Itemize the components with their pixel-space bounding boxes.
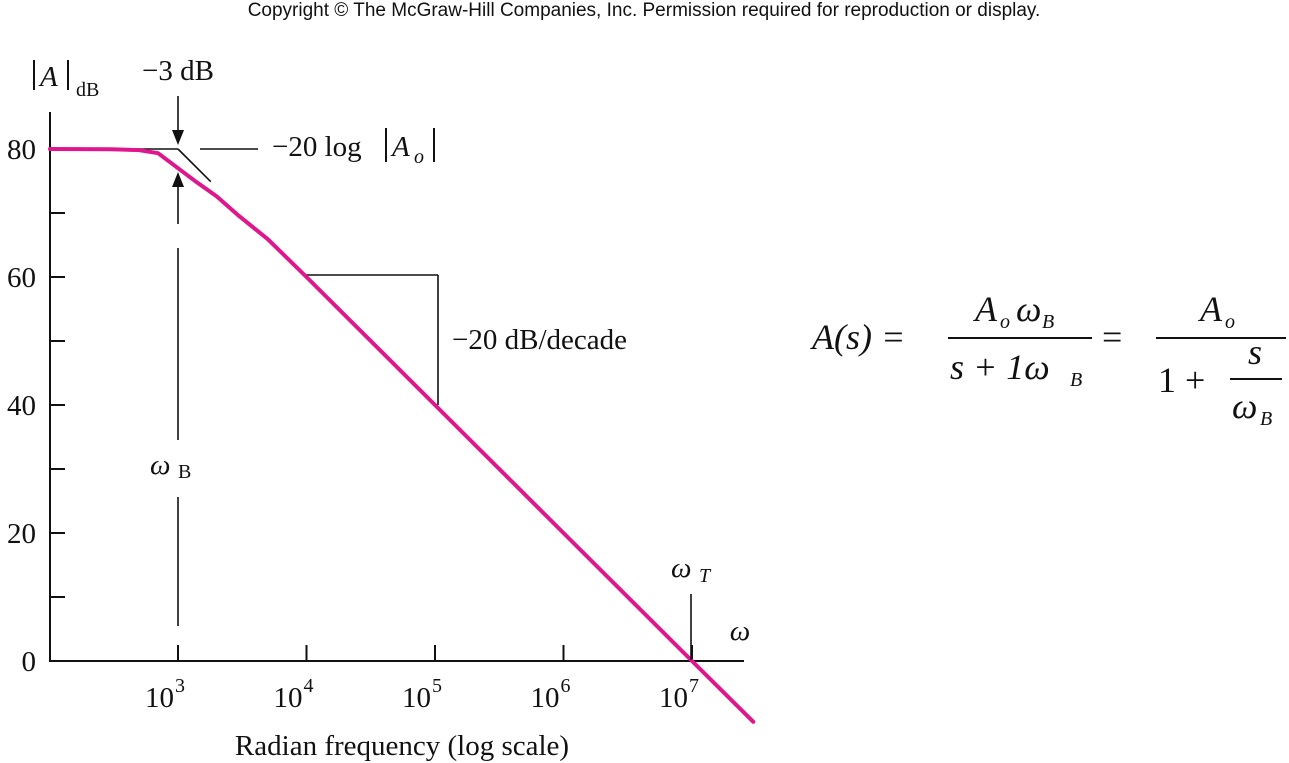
x-axis-symbol: ω [730,615,750,647]
omega-t-subscript: T [699,565,712,587]
omega-b-arrow-head [172,172,184,187]
asymptote-slope [177,148,212,183]
omega-t-symbol: ω [671,552,691,584]
equation-frac1-num-a-sub: o [1000,311,1010,333]
ylabel-symbol: A [38,61,58,93]
equation-inner-den-sub: B [1260,408,1272,430]
equation-lhs: A(s) = [810,317,905,357]
slope-triangle [306,274,439,405]
transfer-function-equation: A(s) = A o ω B s + 1ω B = A o 1 + s ω B [810,289,1286,430]
y-axis-ticks: 0 20 40 60 80 [7,134,65,678]
equation-frac2-num: A [1198,289,1223,329]
x-axis-title: Radian frequency (log scale) [235,730,569,762]
equation-inner-den: ω [1232,386,1257,426]
x-tick-label-exponent: 4 [304,675,314,697]
y-axis-title: A dB [33,60,99,101]
x-tick-label-exponent: 7 [689,675,699,697]
equation-frac2-num-sub: o [1225,311,1235,333]
x-tick-label-exponent: 5 [432,675,442,697]
omega-b-symbol: ω [150,449,170,481]
y-tick-label: 80 [7,134,36,166]
y-tick-label: 40 [7,390,36,422]
equation-inner-num: s [1248,332,1262,372]
slope-label: −20 dB/decade [452,324,627,356]
equation-frac1-num-omega: ω [1016,289,1041,329]
ao-label-subscript: o [414,146,424,168]
equation-frac1-num-omega-sub: B [1042,311,1054,333]
annotations: −3 dB −20 log A o −20 dB/decade ω B ω T [142,55,712,660]
minus-3db-label: −3 dB [142,55,214,87]
x-tick-label-exponent: 3 [175,675,185,697]
x-tick-label-base: 10 [531,682,560,714]
x-tick-label-base: 10 [659,682,688,714]
y-tick-label: 60 [7,262,36,294]
ao-label-symbol: A [390,131,410,163]
minus-3db-arrow-head [172,130,184,145]
equation-equals: = [1102,317,1122,357]
copyright-notice: Copyright © The McGraw-Hill Companies, I… [248,0,1041,21]
equation-frac1-den-sub: B [1070,369,1082,391]
y-tick-label: 20 [7,518,36,550]
equation-frac1-den: s + 1ω [950,347,1050,387]
equation-frac1-num-a: A [973,289,998,329]
x-tick-label-exponent: 6 [561,675,571,697]
equation-frac2-den-prefix: 1 + [1158,360,1205,400]
ao-label-prefix: −20 log [272,131,362,163]
x-tick-label-base: 10 [145,682,174,714]
omega-b-subscript: B [178,461,191,483]
x-tick-label-base: 10 [402,682,431,714]
x-tick-label-base: 10 [274,682,303,714]
ylabel-subscript: dB [76,79,99,101]
y-tick-label: 0 [22,646,37,678]
series-line-magnitude [48,147,756,724]
